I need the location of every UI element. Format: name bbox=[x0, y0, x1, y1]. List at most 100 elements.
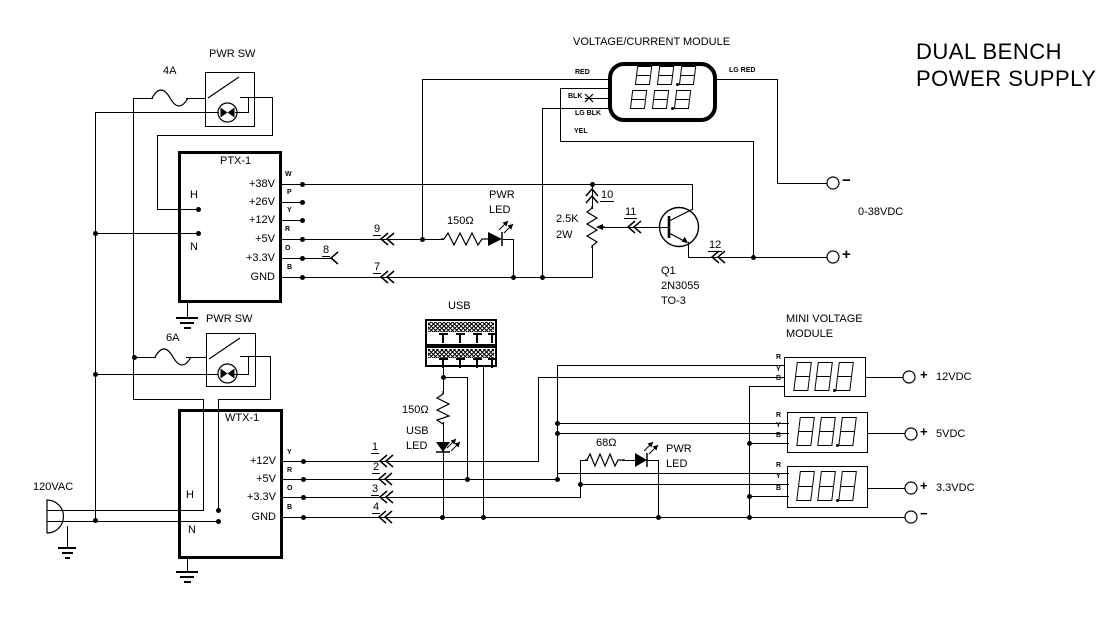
wtx1-wire-r: R bbox=[287, 467, 293, 474]
wire bbox=[248, 97, 249, 113]
ptx1-wire-r: R bbox=[285, 226, 291, 233]
ac-plug-icon bbox=[46, 499, 65, 534]
connector-chevron-icon bbox=[377, 510, 393, 524]
junction-dot bbox=[751, 255, 756, 260]
wire bbox=[443, 377, 468, 378]
wire bbox=[717, 79, 778, 80]
ptx1-wire-w: W bbox=[285, 171, 292, 178]
junction-dot bbox=[440, 515, 445, 520]
ground-icon bbox=[180, 322, 194, 324]
wire bbox=[538, 377, 785, 378]
pwr-led-top-label-1: PWR bbox=[489, 189, 515, 201]
decimal-point bbox=[676, 83, 679, 86]
wire bbox=[95, 374, 218, 375]
wtx1-pin-gnd: GND bbox=[216, 511, 276, 523]
pwr-led-top-label-2: LED bbox=[489, 204, 511, 216]
junction-dot bbox=[590, 182, 595, 187]
terminal-icon bbox=[902, 370, 916, 384]
connector-9: 9 bbox=[373, 223, 382, 236]
wire bbox=[538, 377, 539, 462]
vc-wire-lgblk: LG BLK bbox=[575, 110, 602, 117]
connector-chevron-icon bbox=[378, 454, 394, 468]
junction-dot bbox=[747, 515, 752, 520]
terminal-icon bbox=[826, 176, 840, 190]
q1-ref-label: Q1 bbox=[661, 265, 676, 277]
wire bbox=[749, 496, 789, 497]
wire bbox=[187, 559, 188, 571]
wire bbox=[542, 108, 543, 277]
m3-wire-r: R bbox=[776, 462, 782, 469]
out5-label: 5VDC bbox=[936, 428, 966, 440]
ac-input-label: 120VAC bbox=[33, 481, 74, 493]
wire bbox=[282, 277, 593, 278]
usb-pin-icon bbox=[456, 333, 465, 335]
q1-package-label: TO-3 bbox=[661, 295, 686, 307]
junction-dot bbox=[420, 237, 425, 242]
wire bbox=[272, 97, 273, 136]
junction-dot bbox=[300, 275, 305, 280]
page-title-line2: POWER SUPPLY bbox=[916, 66, 1097, 91]
digit-segment bbox=[819, 471, 836, 487]
ground-icon bbox=[176, 571, 198, 573]
usb-pin-icon bbox=[442, 360, 444, 368]
terminal-icon bbox=[904, 481, 918, 495]
ptx1-pin-5v: +5V bbox=[215, 233, 275, 245]
mini-module-label-1: MINI VOLTAGE bbox=[786, 313, 863, 325]
wire bbox=[592, 246, 593, 278]
switch-1-label: PWR SW bbox=[209, 48, 256, 60]
ground-icon bbox=[61, 552, 73, 554]
wtx1-pin-3v3: +3.3V bbox=[216, 491, 276, 503]
pin-label: +12V bbox=[249, 214, 275, 226]
ptx1-wire-p: P bbox=[287, 189, 292, 196]
wtx1-n: N bbox=[188, 524, 196, 536]
usb-led-icon bbox=[436, 438, 461, 453]
wtx1-h: H bbox=[186, 489, 194, 501]
pin-label: +5V bbox=[255, 233, 275, 245]
digit-segment bbox=[796, 431, 814, 446]
digit-segment bbox=[651, 99, 669, 109]
wire bbox=[688, 257, 828, 258]
connector-chevron-icon bbox=[329, 251, 339, 265]
junction-dot bbox=[300, 182, 305, 187]
resistor-150-usb-label: 150Ω bbox=[402, 404, 429, 416]
junction-dot bbox=[300, 237, 305, 242]
junction-dot bbox=[747, 441, 752, 446]
usb-pin-icon bbox=[439, 358, 448, 360]
pin-label: +5V bbox=[256, 473, 276, 485]
wire bbox=[67, 526, 68, 547]
digit-segment bbox=[798, 471, 815, 487]
digit-segment bbox=[840, 417, 857, 432]
m1-wire-y: Y bbox=[776, 366, 781, 373]
m2-wire-b: B bbox=[776, 432, 782, 439]
wire bbox=[133, 98, 153, 99]
wire bbox=[585, 98, 609, 99]
wire bbox=[557, 423, 789, 424]
usb-pin-icon bbox=[442, 335, 444, 343]
switch-2-label: PWR SW bbox=[206, 313, 253, 325]
ptx1-pin-3v3: +3.3V bbox=[215, 252, 275, 264]
ptx1-n: N bbox=[190, 241, 198, 253]
usb-pin-icon bbox=[476, 335, 478, 343]
wire bbox=[777, 183, 828, 184]
junction-dot bbox=[93, 372, 98, 377]
output-range-label: 0-38VDC bbox=[858, 206, 904, 218]
wire bbox=[219, 399, 271, 400]
connector-11: 11 bbox=[624, 206, 638, 219]
digit-segment bbox=[798, 417, 815, 432]
wire bbox=[157, 135, 273, 136]
digit-segment bbox=[816, 362, 833, 377]
wire bbox=[422, 79, 609, 80]
seven-segment-digit bbox=[651, 90, 670, 110]
pin-label: +38V bbox=[249, 178, 275, 190]
junction-dot bbox=[132, 355, 137, 360]
usb-pin-icon bbox=[439, 333, 448, 335]
power-switch-1-box bbox=[205, 72, 255, 127]
resistor-150-top-icon bbox=[441, 231, 489, 247]
wire bbox=[580, 484, 581, 498]
digit-segment bbox=[817, 485, 835, 501]
wire bbox=[658, 460, 659, 518]
usb-led-label-2: LED bbox=[406, 440, 428, 452]
resistor-150-top-label: 150Ω bbox=[447, 215, 474, 227]
digit-segment bbox=[817, 431, 835, 446]
wire bbox=[749, 386, 750, 518]
